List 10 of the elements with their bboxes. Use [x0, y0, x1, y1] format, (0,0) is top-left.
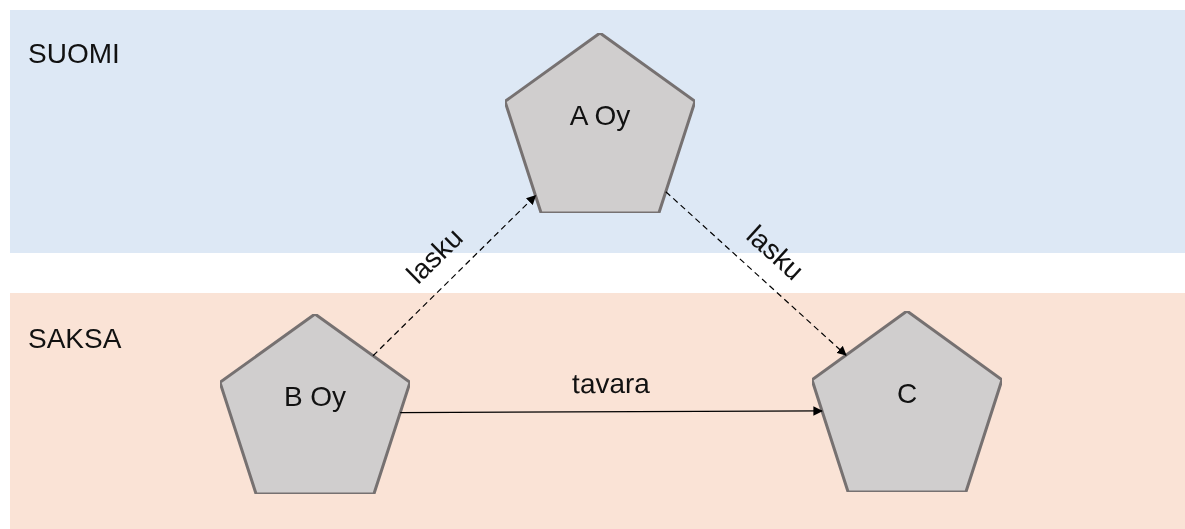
- region-label: SAKSA: [28, 323, 122, 355]
- arrow: [399, 406, 823, 416]
- region-label: SUOMI: [28, 38, 120, 70]
- node-label: A Oy: [568, 99, 632, 132]
- node-label: C: [895, 378, 919, 411]
- dashed-arrow: [665, 191, 847, 356]
- node-label: B Oy: [282, 380, 348, 413]
- edge-label: tavara: [572, 367, 650, 400]
- region-band: [10, 293, 1185, 529]
- dashed-arrow: [372, 194, 537, 357]
